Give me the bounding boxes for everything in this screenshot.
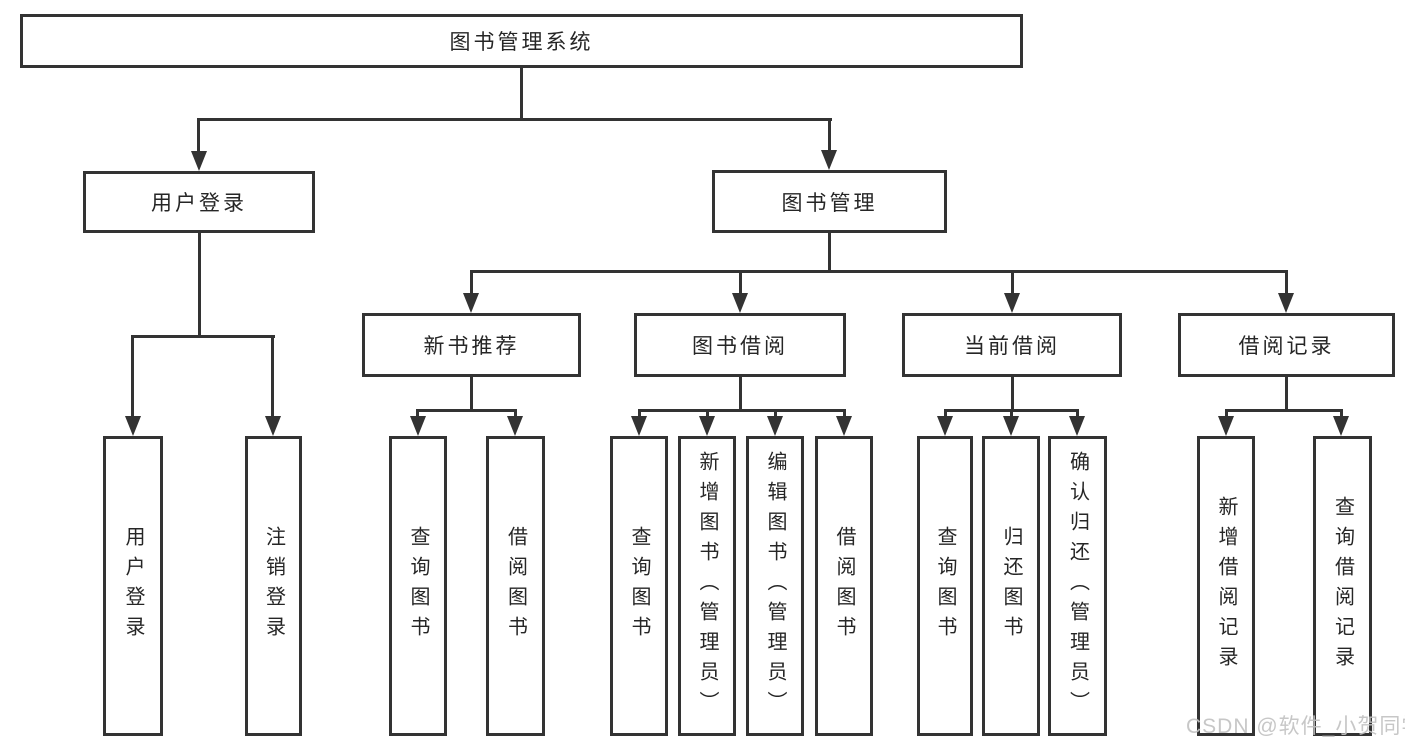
watermark: CSDN @软件_小贺同学 xyxy=(1186,715,1405,738)
connector-line xyxy=(1225,409,1342,412)
arrow-down-icon xyxy=(732,293,748,313)
leaf-add-book-admin: 新增图书（管理员） xyxy=(678,436,736,736)
leaf-borrow-book-recommend: 借阅图书 xyxy=(486,436,545,736)
leaf-confirm-return-admin: 确认归还（管理员） xyxy=(1048,436,1107,736)
connector-line xyxy=(1011,270,1014,295)
connector-line xyxy=(470,270,473,295)
arrow-down-icon xyxy=(1278,293,1294,313)
connector-line xyxy=(944,409,947,418)
connector-line xyxy=(271,335,274,418)
node-root: 图书管理系统 xyxy=(20,14,1023,68)
connector-line xyxy=(739,270,742,295)
connector-line xyxy=(514,409,517,418)
leaf-add-borrow-record: 新增借阅记录 xyxy=(1197,436,1255,736)
leaf-user-login: 用户登录 xyxy=(103,436,163,736)
node-new-book-recommend: 新书推荐 xyxy=(362,313,581,377)
arrow-down-icon xyxy=(507,416,523,436)
arrow-down-icon xyxy=(1004,293,1020,313)
arrow-down-icon xyxy=(463,293,479,313)
connector-line xyxy=(1285,377,1288,409)
arrow-down-icon xyxy=(631,416,647,436)
connector-line xyxy=(843,409,846,418)
connector-line xyxy=(131,335,134,418)
arrow-down-icon xyxy=(699,416,715,436)
connector-line xyxy=(198,118,832,121)
connector-line xyxy=(1010,409,1013,418)
connector-line xyxy=(638,409,641,418)
arrow-down-icon xyxy=(767,416,783,436)
leaf-edit-book-admin: 编辑图书（管理员） xyxy=(746,436,804,736)
arrow-down-icon xyxy=(821,150,837,170)
arrow-down-icon xyxy=(1218,416,1234,436)
leaf-query-book-recommend: 查询图书 xyxy=(389,436,447,736)
connector-line xyxy=(1011,377,1014,409)
arrow-down-icon xyxy=(1003,416,1019,436)
arrow-down-icon xyxy=(125,416,141,436)
connector-line xyxy=(520,68,523,118)
connector-line xyxy=(416,409,419,418)
node-user-login: 用户登录 xyxy=(83,171,315,233)
connector-line xyxy=(638,409,845,412)
arrow-down-icon xyxy=(265,416,281,436)
arrow-down-icon xyxy=(191,151,207,171)
node-borrow-record: 借阅记录 xyxy=(1178,313,1395,377)
arrow-down-icon xyxy=(836,416,852,436)
leaf-logout: 注销登录 xyxy=(245,436,302,736)
connector-line xyxy=(197,118,200,153)
connector-line xyxy=(828,233,831,270)
node-current-borrow: 当前借阅 xyxy=(902,313,1122,377)
connector-line xyxy=(828,118,831,152)
leaf-query-borrow-record: 查询借阅记录 xyxy=(1313,436,1372,736)
leaf-query-book-borrow: 查询图书 xyxy=(610,436,668,736)
arrow-down-icon xyxy=(1333,416,1349,436)
connector-line xyxy=(198,233,201,335)
connector-line xyxy=(739,377,742,409)
connector-line xyxy=(774,409,777,418)
node-book-borrow: 图书借阅 xyxy=(634,313,846,377)
arrow-down-icon xyxy=(1069,416,1085,436)
connector-line xyxy=(470,270,1288,273)
connector-line xyxy=(706,409,709,418)
connector-line xyxy=(470,377,473,409)
connector-line xyxy=(1225,409,1228,418)
arrow-down-icon xyxy=(410,416,426,436)
connector-line xyxy=(1340,409,1343,418)
connector-line xyxy=(416,409,517,412)
connector-line xyxy=(1285,270,1288,295)
connector-line xyxy=(132,335,275,338)
arrow-down-icon xyxy=(937,416,953,436)
node-book-management: 图书管理 xyxy=(712,170,947,233)
leaf-borrow-book: 借阅图书 xyxy=(815,436,873,736)
leaf-return-book: 归还图书 xyxy=(982,436,1040,736)
connector-line xyxy=(1076,409,1079,418)
leaf-query-book-current: 查询图书 xyxy=(917,436,973,736)
